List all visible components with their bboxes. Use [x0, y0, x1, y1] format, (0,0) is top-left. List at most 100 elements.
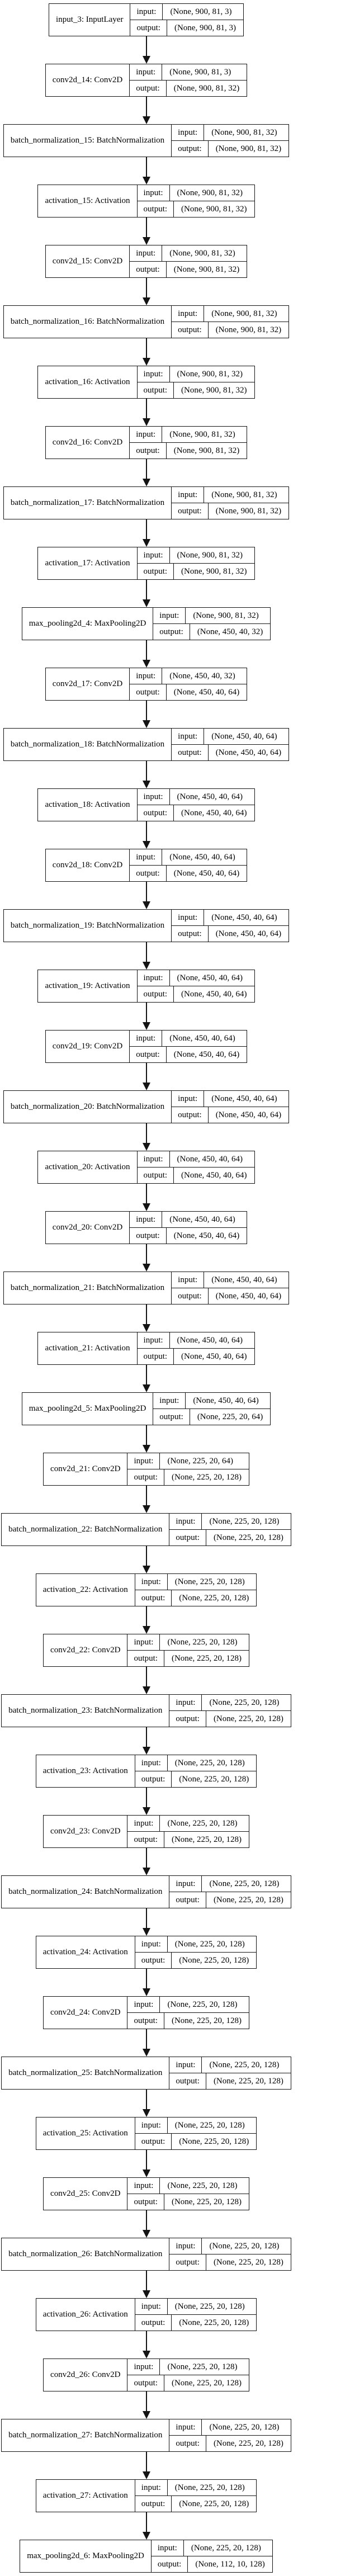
- layer-input-row: input: (None, 225, 20, 128): [169, 2057, 291, 2073]
- input-label: input:: [127, 1997, 160, 2012]
- output-label: output:: [169, 2254, 206, 2270]
- layer-node: max_pooling2d_4: MaxPooling2D input: (No…: [21, 607, 271, 640]
- edge-connector: [142, 1304, 150, 1332]
- layer-node: conv2d_18: Conv2D input: (None, 450, 40,…: [45, 849, 248, 882]
- edge-line: [145, 1486, 147, 1505]
- output-shape-value: (None, 225, 20, 128): [179, 2137, 249, 2146]
- edge-line: [145, 1667, 147, 1686]
- arrowhead-icon: [142, 2169, 150, 2177]
- layer-name-label: activation_22: Activation: [36, 1574, 135, 1606]
- layer-name-label: conv2d_25: Conv2D: [44, 2178, 128, 2210]
- layer-input-row: input: (None, 225, 20, 128): [169, 1695, 291, 1711]
- layer-name-label: batch_normalization_17: BatchNormalizati…: [4, 487, 172, 519]
- layer-name-label: conv2d_21: Conv2D: [44, 1453, 128, 1485]
- layer-output-row: output: (None, 450, 40, 64): [130, 1228, 247, 1244]
- edge-connector: [142, 580, 150, 607]
- layer-output-row: output: (None, 225, 20, 128): [127, 2194, 249, 2210]
- layer-name-label: activation_18: Activation: [38, 789, 138, 821]
- input-shape-value: (None, 225, 20, 128): [209, 2060, 280, 2069]
- edge-connector: [142, 157, 150, 185]
- layer-io-table: input: (None, 900, 81, 32) output: (None…: [137, 366, 254, 398]
- layer-input-row: input: (None, 450, 40, 64): [130, 1212, 247, 1228]
- input-shape-value: (None, 225, 20, 128): [174, 2483, 245, 2492]
- layer-output-row: output: (None, 225, 20, 128): [169, 2073, 291, 2089]
- layer-node: input_3: InputLayer input: (None, 900, 8…: [49, 3, 244, 36]
- edge-connector: [142, 701, 150, 728]
- layer-io-table: input: (None, 450, 40, 64) output: (None…: [130, 1212, 247, 1244]
- edge-line: [145, 1123, 147, 1143]
- arrowhead-icon: [142, 1686, 150, 1694]
- layer-input-row: input: (None, 225, 20, 128): [169, 2419, 291, 2436]
- layer-output-row: output: (None, 450, 40, 64): [172, 926, 288, 942]
- layer-node: max_pooling2d_6: MaxPooling2D input: (No…: [20, 2540, 273, 2573]
- arrowhead-icon: [142, 2290, 150, 2298]
- arrowhead-icon: [142, 479, 150, 486]
- layer-node: batch_normalization_18: BatchNormalizati…: [3, 728, 290, 761]
- input-label: input:: [130, 668, 163, 684]
- layer-name-label: batch_normalization_27: BatchNormalizati…: [2, 2419, 170, 2451]
- layer-input-row: input: (None, 900, 81, 32): [137, 366, 254, 382]
- layer-node: batch_normalization_20: BatchNormalizati…: [3, 1090, 290, 1123]
- edge-connector: [142, 278, 150, 305]
- edge-connector: [142, 942, 150, 970]
- layer-output-row: output: (None, 450, 40, 64): [138, 1349, 254, 1364]
- layer-name-label: activation_17: Activation: [38, 547, 138, 579]
- edge-line: [145, 1969, 147, 1988]
- layer-input-row: input: (None, 450, 40, 64): [137, 970, 254, 986]
- input-shape-value: (None, 900, 81, 32): [169, 429, 235, 439]
- layer-node: activation_15: Activation input: (None, …: [37, 185, 255, 218]
- layer-io-table: input: (None, 900, 81, 32) output: (None…: [137, 185, 254, 217]
- layer-output-row: output: (None, 900, 81, 32): [138, 564, 254, 579]
- layer-output-row: output: (None, 225, 20, 128): [127, 1651, 249, 1666]
- output-shape-value: (None, 450, 40, 64): [215, 1110, 282, 1119]
- output-shape-value: (None, 225, 20, 128): [213, 1714, 283, 1723]
- edge-line: [145, 2452, 147, 2471]
- edge-connector: [142, 519, 150, 547]
- edge-line: [145, 519, 147, 539]
- layer-name-label: batch_normalization_16: BatchNormalizati…: [4, 306, 172, 338]
- layer-input-row: input: (None, 225, 20, 128): [135, 1936, 257, 1953]
- layer-input-row: input: (None, 225, 20, 128): [127, 2359, 249, 2375]
- output-label: output:: [135, 2496, 172, 2512]
- output-shape-value: (None, 900, 81, 32): [173, 446, 240, 455]
- arrowhead-icon: [142, 1203, 150, 1211]
- arrowhead-icon: [142, 2532, 150, 2540]
- input-shape-value: (None, 450, 40, 64): [211, 1094, 277, 1103]
- input-label: input:: [127, 2359, 160, 2375]
- layer-input-row: input: (None, 225, 20, 128): [169, 2238, 291, 2254]
- edge-connector: [142, 1003, 150, 1030]
- layer-output-row: output: (None, 900, 81, 32): [130, 81, 247, 96]
- layer-output-row: output: (None, 450, 40, 64): [138, 986, 254, 1002]
- input-shape-value: (None, 900, 81, 32): [177, 188, 243, 197]
- arrowhead-icon: [142, 1868, 150, 1875]
- input-shape-value: (None, 900, 81, 32): [177, 550, 243, 560]
- edge-line: [145, 2512, 147, 2532]
- arrowhead-icon: [142, 901, 150, 909]
- layer-output-row: output: (None, 225, 20, 128): [135, 1771, 257, 1787]
- output-label: output:: [138, 564, 174, 579]
- input-label: input:: [135, 1574, 168, 1590]
- layer-output-row: output: (None, 450, 40, 64): [172, 1107, 288, 1123]
- input-label: input:: [135, 2299, 168, 2314]
- input-label: input:: [127, 2178, 160, 2194]
- layer-node: conv2d_22: Conv2D input: (None, 225, 20,…: [43, 1634, 249, 1667]
- layer-output-row: output: (None, 900, 81, 3): [130, 20, 243, 36]
- layer-input-row: input: (None, 225, 20, 128): [127, 1816, 249, 1832]
- output-shape-value: (None, 450, 40, 32): [197, 627, 263, 636]
- input-label: input:: [169, 2419, 202, 2435]
- layer-output-row: output: (None, 450, 40, 64): [138, 805, 254, 821]
- edge-connector: [142, 821, 150, 849]
- arrowhead-icon: [142, 2411, 150, 2419]
- input-label: input:: [130, 4, 163, 20]
- output-label: output:: [135, 2315, 172, 2331]
- output-label: output:: [172, 141, 209, 157]
- input-shape-value: (None, 450, 40, 64): [211, 1275, 277, 1284]
- edge-line: [145, 1788, 147, 1807]
- input-label: input:: [130, 849, 163, 865]
- layer-name-label: batch_normalization_25: BatchNormalizati…: [2, 2057, 170, 2089]
- input-shape-value: (None, 225, 20, 128): [174, 1577, 245, 1586]
- input-shape-value: (None, 225, 20, 128): [209, 1516, 280, 1526]
- layer-io-table: input: (None, 225, 20, 128) output: (Non…: [127, 2359, 249, 2391]
- layer-io-table: input: (None, 900, 81, 32) output: (None…: [172, 125, 289, 157]
